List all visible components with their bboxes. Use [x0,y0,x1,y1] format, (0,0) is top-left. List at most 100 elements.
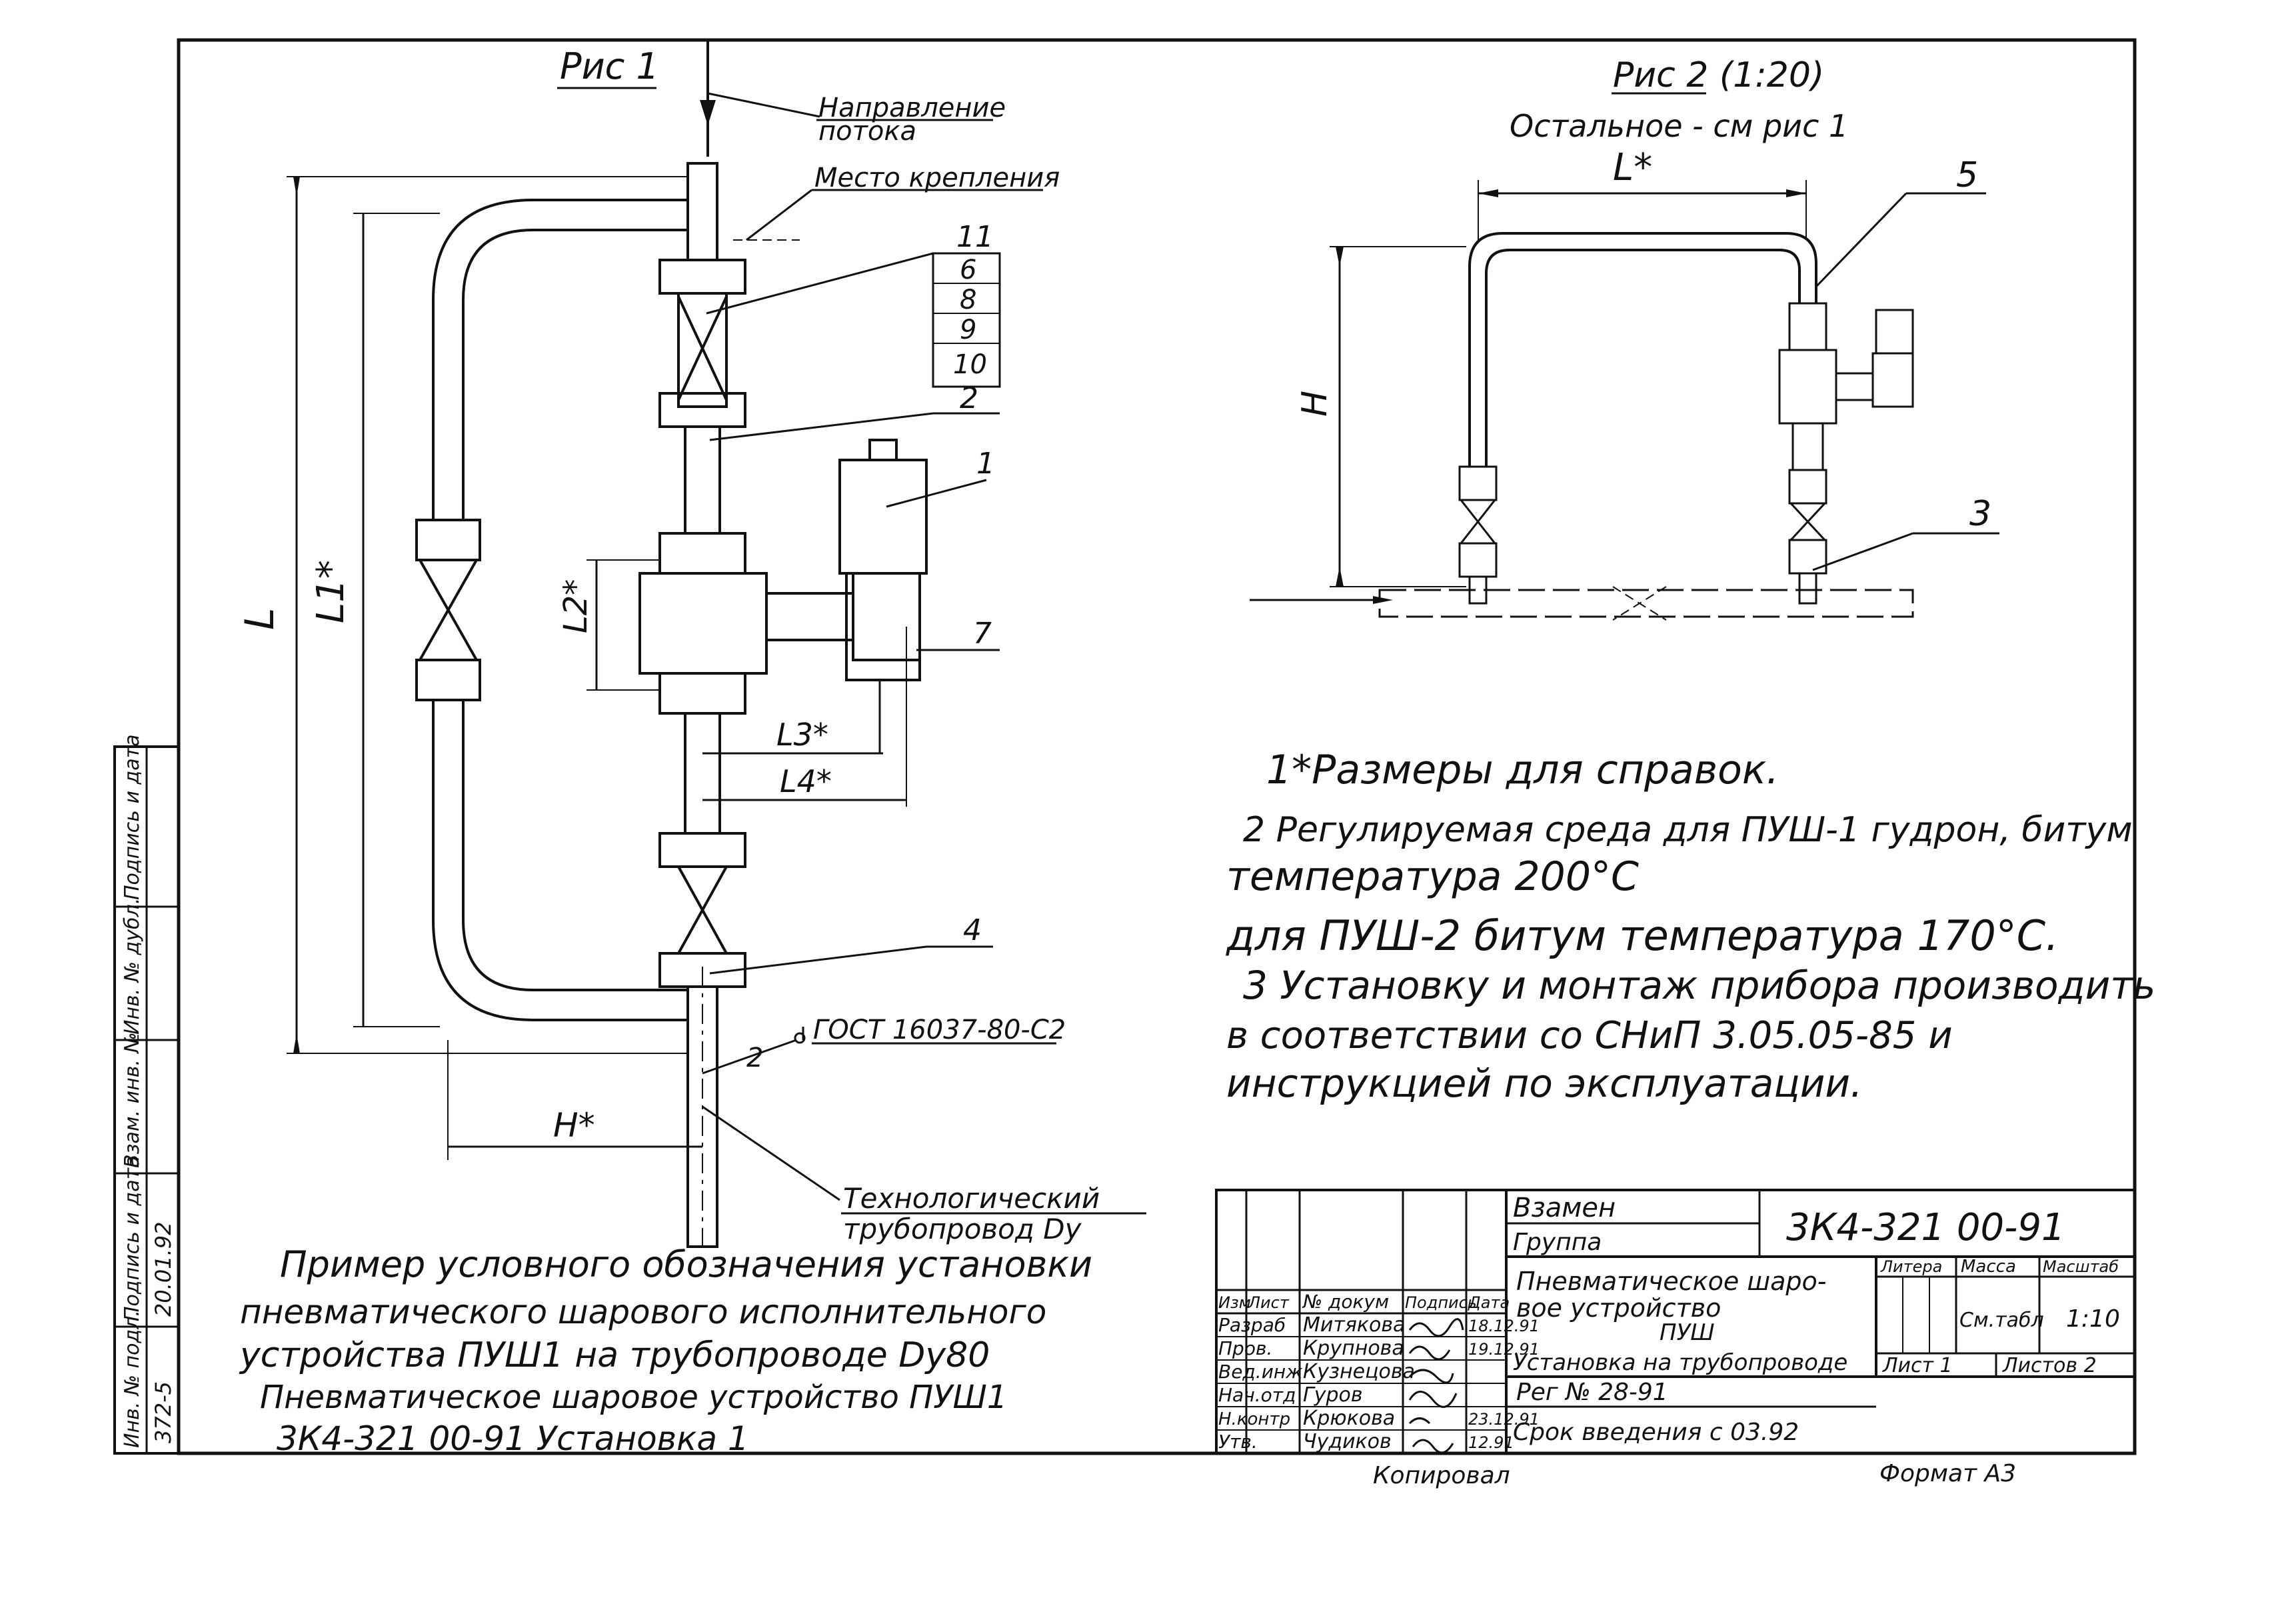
fig2-title: Рис 2 (1:20) [1613,55,1824,95]
tb-role-4: Нач.отд [1218,1384,1296,1406]
tb-col-docnum: № докум [1302,1291,1389,1313]
flow-label-line1: Направление [818,93,1006,123]
tb-scale: Масштаб [2043,1257,2119,1276]
side-stamp-label-3: Взам. инв. № [121,1032,144,1168]
tb-col-list: Лист [1248,1293,1290,1312]
tb-litera: Литера [1880,1257,1942,1276]
side-stamp-label-1: Подпись и дата [121,735,144,901]
figure-1: Рис 1 Направление потока Место крепления [237,40,1146,1253]
title-block: Изм Лист № докум Подпись Дата Разраб Про… [1215,1189,2136,1455]
tb-name-5: Крюкова [1303,1407,1395,1430]
tb-date-2: 19.12.91 [1468,1340,1540,1359]
tb-doc-code: 3К4-321 00-91 [1786,1206,2065,1249]
tb-mass: Масса [1961,1257,2016,1277]
weld-callout-2: 2 [746,1043,763,1073]
callout-11: 11 [956,220,994,254]
fig1-callouts: 11 6 8 9 10 2 1 7 4 2 ГОСТ 16037-80-С2 Т… [702,220,1146,1245]
signature-2 [1408,1345,1451,1361]
side-stamp-inv: 372-5 [151,1381,176,1443]
tb-reg: Рег № 28-91 [1516,1379,1668,1406]
callout-9: 9 [960,315,976,345]
callout-8: 8 [960,285,976,315]
callout-6: 6 [960,255,976,285]
actuator [765,439,928,753]
fig1-title: Рис 1 [560,45,659,87]
main-pipe [638,162,768,1253]
tb-mass-value: См.табл [1959,1309,2044,1332]
note-3-cont1: в соответствии со СНиП 3.05.05-85 и [1226,1014,1953,1057]
designation-example: Пример условного обозначения установки п… [239,1243,1092,1458]
actuator-cylinder [838,459,928,575]
gost-label: ГОСТ 16037-80-С2 [813,1015,1066,1045]
example-line-4: Пневматическое шаровое устройство ПУШ1 [260,1379,1007,1416]
side-stamp: Подпись и дата Инв. № дубл. Взам. инв. №… [113,735,180,1455]
tb-role-1: Разраб [1218,1314,1286,1336]
signature-6 [1412,1439,1454,1454]
callout-4: 4 [963,913,982,947]
signature-4 [1408,1391,1458,1408]
example-line-3: устройства ПУШ1 на трубопроводе Dу80 [239,1335,990,1375]
signature-1 [1408,1318,1464,1337]
tb-group: Группа [1513,1229,1602,1256]
note-1: 1*Размеры для справок. [1266,747,1779,793]
ball-device-body [638,572,768,675]
example-line-5: 3К4-321 00-91 Установка 1 [277,1419,749,1458]
dim-L1: L1* [309,560,353,623]
fig2-subtitle: Остальное - см рис 1 [1510,108,1848,144]
tb-date-1: 18.12.91 [1468,1317,1540,1335]
tb-name-1: Митякова [1303,1313,1405,1337]
side-stamp-label-4: Подпись и дата [121,1156,144,1322]
tb-name-2: Крупнова [1303,1337,1404,1360]
callout-7: 7 [973,617,992,651]
dim-H: H* [553,1106,595,1145]
dim-L4: L4* [780,763,832,799]
tb-name-4: Гуров [1303,1383,1363,1407]
fig2-dim-H: H [1295,391,1335,417]
tb-title-4: Установка на трубопроводе [1513,1349,1847,1376]
callout-1: 1 [976,447,995,481]
example-line-2: пневматического шарового исполнительного [240,1293,1046,1331]
fig1-dimensions: L L1* L2* L3* L4* H* [237,176,907,1160]
tb-title-2: вое устройство [1516,1293,1721,1323]
upper-valve-body [677,292,728,408]
tb-replaces: Взамен [1513,1193,1616,1223]
tb-role-6: Утв. [1218,1431,1258,1453]
tb-sheet: Лист 1 [1882,1354,1953,1377]
tb-date-5: 23.12.91 [1468,1410,1540,1429]
tb-sheets: Листов 2 [2002,1354,2097,1377]
tb-name-6: Чудиков [1303,1430,1392,1453]
tb-col-izm: Изм [1218,1293,1251,1312]
callout-10: 10 [953,349,987,380]
pipeline-label-line1: Технологический [843,1182,1100,1215]
pipeline-label-line2: трубопровод Dу [843,1213,1082,1245]
tb-scale-value: 1:10 [2066,1305,2120,1333]
dim-L: L [237,608,283,630]
signature-5 [1408,1417,1431,1425]
dim-L2: L2* [557,579,594,633]
tb-title-1: Пневматическое шаро- [1516,1267,1827,1296]
figure-2: Рис 2 (1:20) Остальное - см рис 1 L* H [1250,55,1999,621]
tb-date-6: 12.91 [1468,1433,1514,1452]
tb-role-5: Н.контр [1218,1409,1290,1429]
fig2-callout-3: 3 [1969,494,1991,534]
side-stamp-label-5: Инв. № подл. [121,1310,144,1448]
tb-intro-date: Срок введения с 03.92 [1513,1419,1799,1446]
note-3-cont2: инструкцией по эксплуатации. [1226,1061,1863,1106]
fig2-dim-L: L* [1613,146,1652,189]
footer-copied: Копировал [1373,1462,1510,1489]
mount-label: Место крепления [814,163,1060,193]
fig2-callout-5: 5 [1956,155,1978,195]
flow-label-line2: потока [818,116,916,147]
note-2-cont: температура 200°С [1226,853,1639,900]
footer-format: Формат А3 [1879,1460,2016,1487]
tb-name-3: Кузнецова [1303,1360,1415,1383]
tb-role-3: Вед.инж [1218,1361,1302,1383]
tb-col-sign: Подпись [1405,1293,1477,1312]
side-stamp-label-2: Инв. № дубл. [121,898,144,1035]
dim-L3: L3* [776,717,828,753]
tb-title-3: ПУШ [1660,1319,1715,1346]
tb-role-2: Пров. [1218,1337,1272,1359]
note-2: 2 Регулируемая среда для ПУШ-1 гудрон, б… [1243,810,2133,850]
callout-2-upper: 2 [960,381,978,415]
